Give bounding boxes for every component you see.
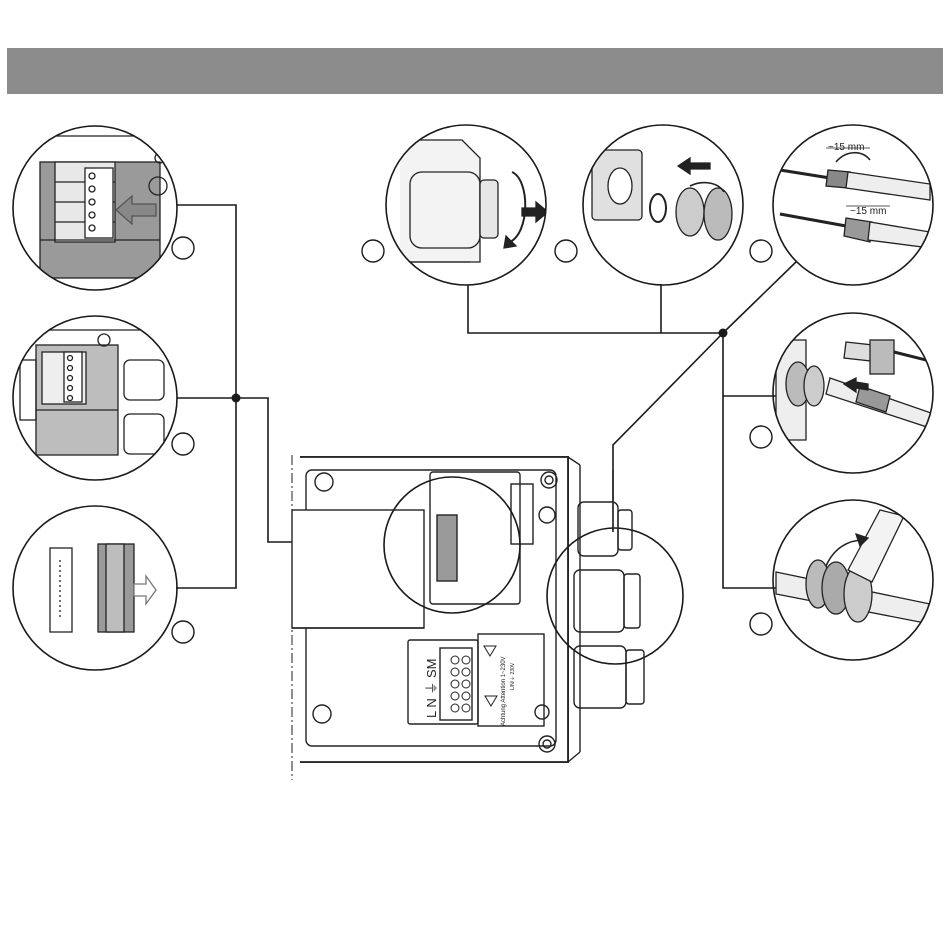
step-circle-7 bbox=[750, 426, 772, 448]
detail-circle-tighten-gland bbox=[773, 500, 933, 660]
main-housing bbox=[292, 455, 644, 780]
detail-circle-strip-wire: ~15 mm ~15 mm bbox=[773, 125, 933, 285]
step-circle-3 bbox=[172, 621, 194, 643]
step-circle-8 bbox=[750, 613, 772, 635]
junction-dot-left bbox=[232, 394, 241, 403]
detail-circle-remove-terminal bbox=[13, 506, 177, 670]
terminal-labels: L N ⏚ SM bbox=[424, 659, 439, 718]
step-circle-4 bbox=[362, 240, 384, 262]
junction-dot-right bbox=[719, 329, 728, 338]
step-circle-2 bbox=[172, 433, 194, 455]
step-circle-5 bbox=[555, 240, 577, 262]
step-circle-6 bbox=[750, 240, 772, 262]
detail-circle-gland-parts bbox=[583, 125, 743, 285]
warning-label: Achtung Attention 1~230V bbox=[501, 656, 507, 726]
sub-label: L/N/⏚ 230V bbox=[509, 662, 516, 690]
dimension-label-bottom: ~15 mm bbox=[850, 206, 886, 217]
detail-circle-terminal-position bbox=[10, 310, 190, 490]
detail-circle-unscrew-cap bbox=[384, 122, 554, 292]
dimension-label-top: ~15 mm bbox=[828, 142, 864, 153]
detail-circle-insert-terminal bbox=[10, 120, 190, 300]
step-circle-1 bbox=[172, 237, 194, 259]
detail-circle-insert-cable bbox=[773, 313, 934, 473]
